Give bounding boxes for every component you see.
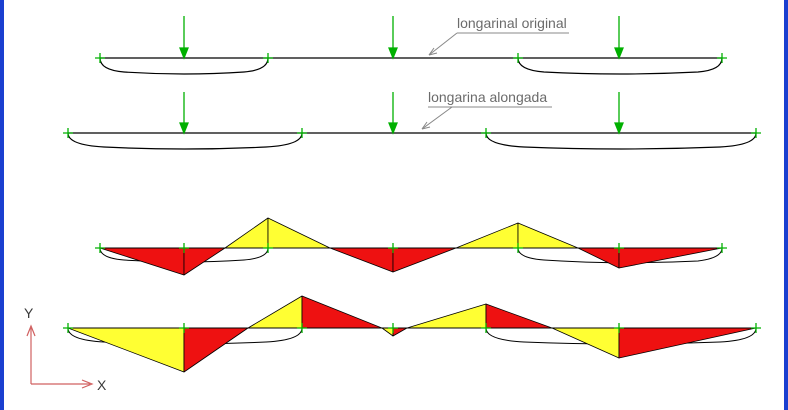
moment2-region-4	[301, 295, 383, 329]
elongated-load-arrow-1	[179, 92, 189, 135]
original-support-1	[95, 53, 105, 63]
moment1-region-6	[392, 247, 457, 273]
moment1-region-5	[329, 247, 394, 273]
y-axis-arrow	[26, 324, 36, 337]
moment2-support-1	[63, 323, 73, 333]
original-load-arrow-3	[614, 16, 624, 60]
moment2-node-1	[179, 323, 189, 333]
moment2-node-2	[388, 323, 398, 333]
original-support-2	[263, 53, 273, 63]
moment1-region-10	[618, 247, 723, 269]
label-elongated-leader	[421, 106, 453, 130]
moment1-region-1	[99, 247, 185, 276]
moment2-region-2	[183, 327, 249, 373]
label-original-leader	[428, 32, 458, 56]
moment2-region-1	[67, 327, 185, 373]
moment1-support-3	[513, 243, 523, 253]
moment2-region-3	[247, 295, 303, 329]
original-load-arrow-1	[179, 16, 189, 60]
moment2-region-5	[381, 327, 394, 337]
x-axis-arrow	[81, 379, 94, 389]
original-support-3	[513, 53, 523, 63]
moment2-region-10	[618, 327, 757, 359]
elongated-deflection-span-3	[485, 132, 757, 150]
moment2-region-7	[406, 303, 487, 329]
label-original-group: longarinal original	[428, 15, 569, 56]
structural-drawing-canvas: longarinal original longarina alongada	[24, 15, 761, 393]
label-elongated: longarina alongada	[428, 89, 547, 105]
moment-diagram-elongated	[63, 295, 761, 373]
elongated-load-arrow-2	[388, 92, 398, 135]
moment-diagram-original	[95, 217, 727, 276]
moment2-support-2	[297, 323, 307, 333]
ucs-axis-icon: Y X	[24, 305, 107, 393]
x-axis-label: X	[97, 377, 107, 393]
y-axis-label: Y	[24, 305, 34, 321]
moment1-region-8	[517, 222, 579, 249]
moment2-region-8	[485, 303, 553, 329]
elongated-support-4	[751, 128, 761, 138]
moment1-node-1	[179, 243, 189, 253]
label-original-leader-arrow	[428, 47, 438, 56]
original-load-arrow-2	[388, 16, 398, 60]
elongated-beam-group	[63, 92, 761, 150]
moment1-support-1	[95, 243, 105, 253]
moment1-region-4	[267, 217, 331, 249]
moment1-node-2	[388, 243, 398, 253]
moment1-region-9	[577, 247, 620, 269]
original-deflection-span-3	[517, 57, 723, 75]
label-original: longarinal original	[457, 15, 567, 31]
moment1-support-4	[717, 243, 727, 253]
moment1-region-3	[224, 217, 269, 249]
original-deflection-span-1	[99, 57, 269, 75]
elongated-deflection-span-1	[67, 132, 303, 150]
elongated-support-1	[63, 128, 73, 138]
moment1-support-2	[263, 243, 273, 253]
label-elongated-leader-arrow	[421, 121, 431, 130]
moment1-node-3	[614, 243, 624, 253]
original-support-4	[717, 53, 727, 63]
original-beam-group	[95, 16, 727, 75]
moment2-node-3	[614, 323, 624, 333]
moment1-region-7	[455, 222, 519, 249]
elongated-support-3	[481, 128, 491, 138]
moment2-support-3	[481, 323, 491, 333]
moment2-support-4	[751, 323, 761, 333]
elongated-support-2	[297, 128, 307, 138]
moment2-region-6	[392, 327, 408, 337]
label-elongated-group: longarina alongada	[421, 89, 552, 130]
elongated-load-arrow-3	[614, 92, 624, 135]
